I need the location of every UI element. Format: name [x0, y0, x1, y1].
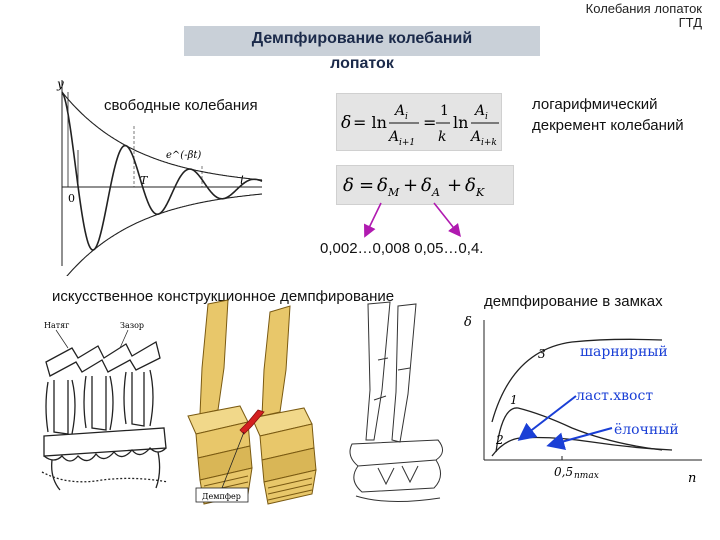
blades-with-damper: Демпфер	[187, 299, 317, 505]
callout-arrow-dovetail	[517, 395, 577, 441]
svg-text:A: A	[387, 129, 399, 145]
oscillation-curve	[61, 91, 263, 251]
svg-text:= ln: = ln	[353, 113, 387, 132]
lock-curve-label-2: 2	[495, 433, 504, 447]
blade-left	[187, 299, 253, 505]
svg-text:+: +	[447, 175, 462, 196]
log-decrement-label-line1: логарифмический	[532, 96, 658, 113]
osc-y-label: y	[56, 77, 64, 91]
free-oscillation-graph: y t 0 T e^(-βt)	[56, 77, 263, 276]
corner-title: Колебания лопаток ГТД	[586, 2, 702, 30]
lock-damping-label: демпфирование в замках	[484, 293, 663, 310]
callout-hinged: шарнирный	[580, 344, 668, 360]
lock-y-label: δ	[464, 315, 472, 330]
svg-text:1: 1	[440, 103, 449, 119]
lock-curve-3	[491, 338, 663, 423]
arrow-delta-a-k	[433, 202, 461, 238]
lock-x-tick-sub: nmax	[574, 471, 599, 481]
lock-x-tick: 0,5	[554, 465, 573, 479]
svg-text:i+1: i+1	[399, 138, 415, 148]
svg-text:A: A	[469, 129, 481, 145]
damper-pointer	[221, 431, 245, 489]
svg-text:δ: δ	[343, 175, 354, 196]
svg-text:i+k: i+k	[481, 138, 497, 148]
callout-arrow-firtree	[546, 427, 613, 451]
osc-origin-label: 0	[68, 192, 75, 205]
svg-text:A: A	[473, 103, 485, 119]
log-decrement-label-line2: декремент колебаний	[532, 117, 684, 134]
damping-ranges: 0,002…0,008 0,05…0,4.	[320, 240, 484, 257]
title-background	[184, 26, 540, 56]
dovetail-blade-drawing	[349, 301, 443, 503]
artificial-damping-label: искусственное конструкционное демпфирова…	[52, 288, 395, 305]
svg-text:ln: ln	[453, 113, 468, 132]
svg-text:M: M	[387, 186, 400, 199]
corner-title-line1: Колебания лопаток	[585, 1, 702, 16]
svg-text:+: +	[403, 175, 418, 196]
lock-curve-2	[491, 436, 673, 457]
osc-t-label: t	[240, 173, 245, 187]
shroud-label-left: Натяг	[44, 321, 69, 330]
svg-text:δ: δ	[341, 113, 351, 133]
envelope-lower	[66, 193, 262, 276]
page-title-line1: Демпфирование колебаний	[251, 30, 473, 47]
svg-text:A: A	[431, 186, 440, 199]
svg-text:δ: δ	[421, 175, 432, 196]
callout-firtree: ёлочный	[614, 422, 679, 438]
corner-title-line2: ГТД	[678, 15, 702, 30]
svg-text:K: K	[475, 186, 485, 199]
lock-damping-chart: δ n 0,5 nmax 3 1 2 шарнирный ласт.хвост …	[464, 315, 702, 486]
shroud-blades	[41, 341, 169, 491]
svg-text:δ: δ	[377, 175, 388, 196]
lock-curve-1	[495, 407, 663, 453]
callout-dovetail: ласт.хвост	[576, 388, 653, 404]
blade-right	[251, 305, 317, 505]
svg-text:=: =	[359, 175, 374, 196]
osc-T-label: T	[140, 174, 149, 187]
shroud-label-right: Зазор	[120, 321, 144, 330]
svg-text:A: A	[393, 103, 405, 119]
svg-text:δ: δ	[465, 175, 476, 196]
lock-x-label: n	[688, 471, 696, 486]
damper-label: Демпфер	[202, 492, 241, 501]
envelope-upper	[61, 91, 262, 181]
svg-text:=: =	[423, 113, 436, 132]
damper-element	[239, 409, 265, 435]
svg-text:i: i	[405, 112, 408, 122]
arrow-delta-m	[364, 202, 382, 238]
svg-text:k: k	[438, 129, 446, 145]
free-oscillations-label: свободные колебания	[104, 97, 258, 114]
osc-envelope-label: e^(-βt)	[166, 150, 201, 161]
lock-curve-label-3: 3	[538, 347, 546, 361]
lock-curve-label-1: 1	[510, 393, 518, 407]
page-title-line2: лопаток	[330, 55, 394, 72]
shroud-contact-drawing: Натяг Зазор	[41, 321, 169, 491]
svg-text:i: i	[485, 112, 488, 122]
damper-label-box	[195, 487, 249, 503]
